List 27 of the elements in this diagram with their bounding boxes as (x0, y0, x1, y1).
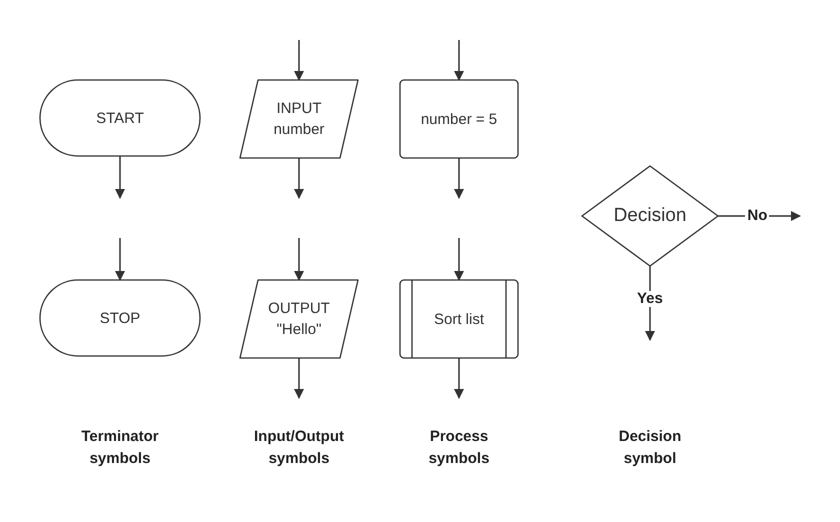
node-text: number = 5 (420, 110, 498, 130)
arrow (294, 158, 304, 199)
arrow (294, 238, 304, 281)
node-text: Sort list (434, 310, 484, 330)
arrow (454, 158, 464, 199)
node-text: INPUT number (272, 99, 326, 140)
arrow (294, 358, 304, 399)
category-caption: Terminator symbols (80, 427, 160, 469)
edge-label: Yes (635, 290, 665, 308)
arrow (454, 358, 464, 399)
node-text: START (96, 108, 144, 128)
arrow (115, 156, 125, 199)
category-caption: Decision symbol (618, 427, 682, 469)
arrow (115, 238, 125, 281)
node-text: OUTPUT "Hello" (267, 299, 331, 340)
category-caption: Process symbols (428, 427, 490, 469)
arrow (294, 40, 304, 81)
predefined-process-box (400, 280, 518, 358)
category-caption: Input/Output symbols (253, 427, 345, 469)
node-text: Decision (614, 204, 686, 228)
input-output-parallelogram (240, 280, 358, 358)
decision-diamond (582, 166, 718, 266)
node-text: STOP (100, 308, 140, 328)
arrow (454, 40, 464, 81)
input-output-parallelogram (240, 80, 358, 158)
arrow (454, 238, 464, 281)
process-box (400, 80, 518, 158)
